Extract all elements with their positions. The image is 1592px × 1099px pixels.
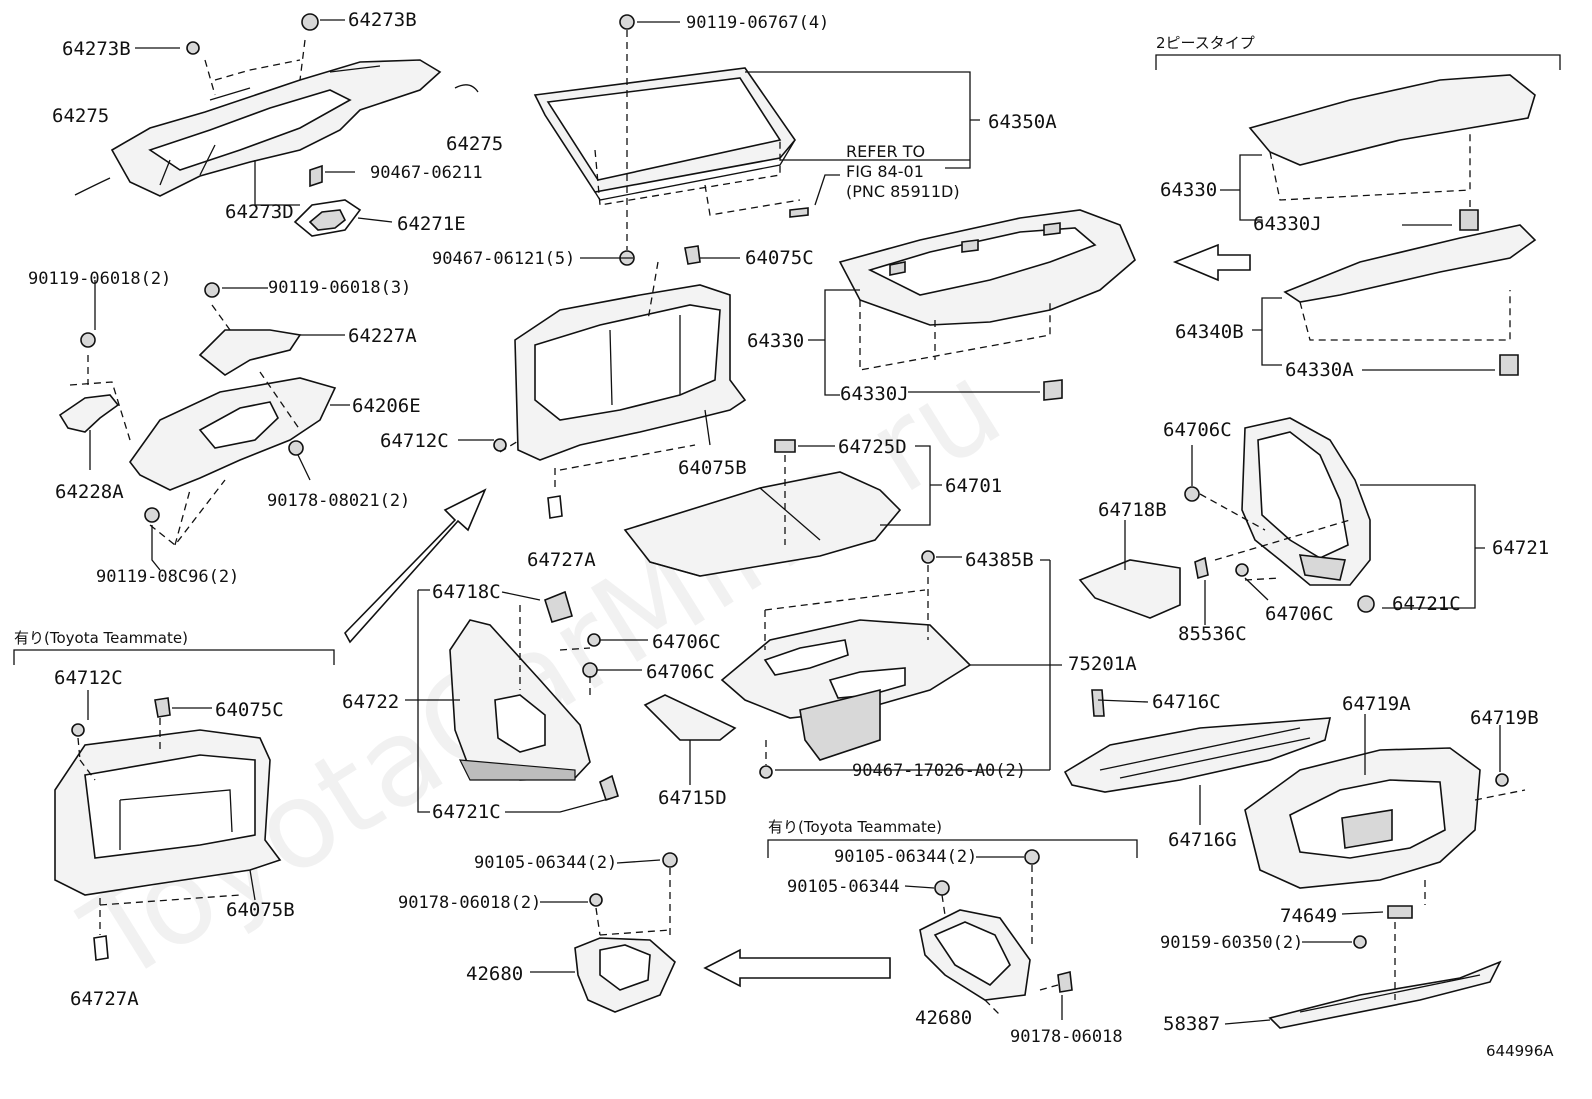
part-label: 90467-06211 (370, 163, 483, 183)
part-label: 64718B (1098, 499, 1167, 521)
reference-note-line: FIG 84-01 (846, 162, 924, 181)
quarter-trim-64721 (1078, 417, 1485, 625)
part-label: 64075C (215, 699, 284, 721)
cargo-mat (623, 439, 942, 577)
part-label: 64273D (225, 201, 294, 223)
part-label: 64330J (840, 383, 909, 405)
part-label: 90178-06018 (1010, 1027, 1123, 1047)
part-label: 64273B (348, 9, 417, 31)
part-label: 90178-06018(2) (398, 893, 541, 913)
part-label: 85536C (1178, 623, 1247, 645)
part-label: 64075B (678, 457, 747, 479)
part-label: 64206E (352, 395, 421, 417)
luggage-side-panel (458, 245, 747, 519)
figure-code: 644996A (1486, 1042, 1554, 1060)
part-label: 64385B (965, 549, 1034, 571)
part-label: 64330A (1285, 359, 1354, 381)
part-label: 64330 (747, 330, 804, 352)
section-title-teammate-left: 有り(Toyota Teammate) (14, 629, 188, 647)
part-label: 64706C (652, 631, 721, 653)
section-title-two-piece: 2ピースタイプ (1156, 34, 1255, 52)
part-label: 64727A (527, 549, 596, 571)
part-label: 64228A (55, 481, 124, 503)
part-label: 90119-06018(2) (28, 269, 171, 289)
deck-board-center (808, 209, 1136, 401)
part-label: 90119-06018(3) (268, 278, 411, 298)
part-label: 90119-08C96(2) (96, 567, 239, 587)
part-label: 64727A (70, 988, 139, 1010)
teammate-left-panel (13, 649, 335, 961)
part-label: 58387 (1163, 1013, 1220, 1035)
part-label: 64712C (380, 430, 449, 452)
part-label: 64330 (1160, 179, 1217, 201)
part-label: 64719A (1342, 693, 1411, 715)
part-label: 64701 (945, 475, 1002, 497)
part-label: 64721C (1392, 593, 1461, 615)
part-label: 64721 (1492, 537, 1549, 559)
part-label: 64718C (432, 581, 501, 603)
part-label: 64340B (1175, 321, 1244, 343)
part-label: 64227A (348, 325, 417, 347)
part-label: 90105-06344(2) (834, 847, 977, 867)
part-label: 90105-06344 (787, 877, 900, 897)
reference-note-line: REFER TO (846, 142, 925, 161)
part-label: 64075B (226, 899, 295, 921)
part-label: 90119-06767(4) (686, 13, 829, 33)
part-label: 90467-06121(5) (432, 249, 575, 269)
quarter-trim-64722 (405, 589, 737, 813)
part-label: 64706C (646, 661, 715, 683)
part-label: 64721C (432, 801, 501, 823)
part-label: 90467-17026-A0(2) (852, 761, 1026, 781)
part-label: 64706C (1163, 419, 1232, 441)
part-label: 64275 (446, 133, 503, 155)
part-label: 64712C (54, 667, 123, 689)
part-label: 90178-08021(2) (267, 491, 410, 511)
part-label: 64273B (62, 38, 131, 60)
tonneau-cover-assembly (533, 14, 980, 266)
assembly-arrow (344, 488, 891, 988)
part-label: 75201A (1068, 653, 1137, 675)
part-label: 64716G (1168, 829, 1237, 851)
side-trim-panel-left (58, 280, 350, 571)
part-label: 64275 (52, 105, 109, 127)
part-label: 64719B (1470, 707, 1539, 729)
part-label: 64330J (1253, 213, 1322, 235)
part-label: 42680 (466, 963, 523, 985)
back-door-trim (1063, 689, 1526, 1029)
section-title-teammate-right: 有り(Toyota Teammate) (768, 818, 942, 836)
part-label: 64715D (658, 787, 727, 809)
jack-tray-left (530, 852, 678, 1013)
part-label: 64722 (342, 691, 399, 713)
part-label: 64716C (1152, 691, 1221, 713)
part-label: 90159-60350(2) (1160, 933, 1303, 953)
part-label: 64706C (1265, 603, 1334, 625)
two-piece-deck-board (1155, 54, 1561, 376)
part-label: 64075C (745, 247, 814, 269)
part-label: 42680 (915, 1007, 972, 1029)
part-label: 64725D (838, 436, 907, 458)
floor-tray (720, 550, 1062, 779)
reference-note-line: (PNC 85911D) (846, 182, 960, 201)
part-label: 90105-06344(2) (474, 853, 617, 873)
upper-left-trim-assembly (74, 13, 479, 237)
part-label: 74649 (1280, 905, 1337, 927)
jack-tray-teammate (767, 839, 1138, 1020)
part-labels: 64273B 64273B 64275 64275 64273D 90467-0… (14, 9, 1554, 1060)
part-label: 64350A (988, 111, 1057, 133)
part-label: 64271E (397, 213, 466, 235)
